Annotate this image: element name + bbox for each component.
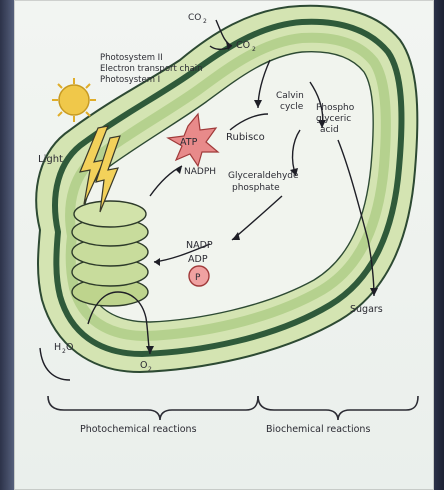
calvin-cycle-label: Calvin cycle: [276, 91, 304, 112]
svg-text:acid: acid: [320, 125, 339, 135]
svg-text:H: H: [54, 342, 61, 353]
atp-label: ATP: [180, 137, 198, 148]
photosystem-line-3: Photosystem I: [100, 75, 160, 85]
nadp-label: NADP: [186, 240, 213, 251]
bracket-braces: [48, 396, 418, 420]
rubisco-label: Rubisco: [226, 132, 265, 143]
svg-text:CO: CO: [188, 13, 201, 23]
adp-label: ADP: [188, 254, 208, 265]
svg-text:O: O: [66, 342, 73, 353]
photosystem-line-2: Electron transport chain: [100, 64, 203, 74]
water-label: H 2 O: [54, 342, 73, 355]
svg-text:2: 2: [252, 46, 256, 53]
light-label: Light: [38, 154, 63, 165]
photochemical-reactions-label: Photochemical reactions: [80, 424, 197, 435]
biochemical-reactions-label: Biochemical reactions: [266, 424, 370, 435]
svg-text:Glyceraldehyde: Glyceraldehyde: [228, 171, 299, 181]
svg-text:O: O: [140, 360, 147, 371]
svg-text:2: 2: [148, 366, 152, 373]
svg-text:Phospho: Phospho: [316, 103, 355, 113]
phosphate-label: P: [195, 273, 201, 283]
svg-text:phosphate: phosphate: [232, 183, 280, 193]
svg-text:CO: CO: [236, 40, 250, 51]
svg-text:glyceric: glyceric: [316, 114, 351, 124]
co2-in-label: CO 2: [188, 13, 207, 25]
svg-text:cycle: cycle: [280, 102, 304, 112]
sun-icon: [52, 78, 96, 122]
sugars-label: Sugars: [350, 304, 383, 315]
photosystem-line-1: Photosystem II: [100, 53, 163, 63]
svg-text:Calvin: Calvin: [276, 91, 304, 101]
svg-text:2: 2: [203, 18, 207, 25]
nadph-label: NADPH: [184, 167, 216, 177]
granum-stack: [72, 201, 148, 306]
